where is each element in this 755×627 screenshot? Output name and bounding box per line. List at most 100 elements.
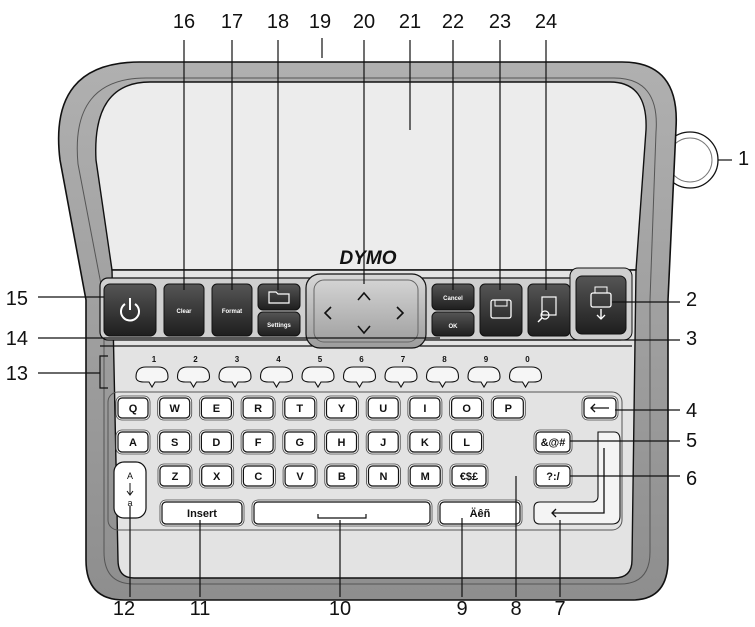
- insert-button[interactable]: [161, 501, 243, 525]
- letter-key[interactable]: [409, 465, 441, 487]
- letter-key[interactable]: [326, 465, 358, 487]
- symbols-button[interactable]: [535, 431, 571, 453]
- number-key-label: 6: [359, 355, 364, 364]
- folder-icon: [268, 291, 290, 304]
- arrow-right-icon[interactable]: [396, 306, 405, 320]
- accent-button[interactable]: [439, 501, 521, 525]
- letter-key[interactable]: [284, 397, 316, 419]
- callout-number: 3: [686, 328, 697, 350]
- save-button[interactable]: [479, 283, 523, 337]
- callout-number: 1: [738, 148, 749, 170]
- number-row-bracket: [99, 355, 108, 389]
- magnifier-document-icon: [537, 296, 557, 323]
- clear-label: Clear: [176, 309, 192, 315]
- number-key[interactable]: [425, 366, 460, 389]
- letter-key[interactable]: [242, 431, 274, 453]
- letter-key[interactable]: [451, 397, 483, 419]
- letter-key-label: B: [338, 471, 346, 483]
- letter-key[interactable]: [159, 465, 191, 487]
- number-key-label: 8: [442, 355, 447, 364]
- number-key[interactable]: [218, 366, 252, 389]
- letter-key[interactable]: [325, 397, 358, 419]
- callout-number: 12: [113, 598, 135, 620]
- punctuation-button-label: ?:/: [546, 471, 559, 483]
- print-button[interactable]: [575, 275, 627, 335]
- letter-key[interactable]: [325, 431, 358, 453]
- caps-arrow-icon: [126, 483, 134, 496]
- letter-key[interactable]: [242, 465, 274, 487]
- settings-button[interactable]: [257, 311, 301, 337]
- letter-key[interactable]: [284, 465, 316, 487]
- caps-upper-label: A: [127, 471, 133, 481]
- navigation-pad[interactable]: [305, 273, 427, 349]
- number-key-label: 9: [484, 355, 489, 364]
- arrow-left-icon[interactable]: [323, 306, 332, 320]
- letter-key-label: K: [421, 437, 429, 449]
- letter-key[interactable]: [492, 397, 524, 419]
- number-key-label: 2: [193, 355, 198, 364]
- letter-key[interactable]: [409, 397, 441, 419]
- letter-key[interactable]: [242, 397, 274, 419]
- letter-key[interactable]: [200, 431, 232, 453]
- number-key[interactable]: [508, 366, 543, 389]
- letter-key[interactable]: [409, 431, 441, 453]
- callout-number: 8: [510, 598, 521, 620]
- callout-number: 5: [686, 430, 697, 452]
- callout-number: 14: [6, 328, 28, 350]
- letter-key[interactable]: [367, 431, 399, 453]
- number-key[interactable]: [176, 366, 211, 389]
- space-bar[interactable]: [253, 501, 431, 525]
- letter-key-label: E: [213, 403, 220, 415]
- letter-key-label: J: [380, 437, 386, 449]
- accent-button-label: Äêñ: [470, 507, 491, 520]
- arrow-up-icon[interactable]: [357, 291, 371, 301]
- letter-key-label: A: [129, 437, 137, 449]
- letter-key[interactable]: [159, 431, 191, 453]
- callout-number: 20: [353, 11, 375, 33]
- number-key[interactable]: [301, 366, 335, 389]
- format-label: Format: [222, 309, 242, 315]
- letter-key-label: Y: [338, 403, 346, 415]
- letter-key[interactable]: [451, 431, 483, 453]
- letter-key[interactable]: [200, 397, 232, 419]
- number-key[interactable]: [384, 366, 418, 389]
- preview-button[interactable]: [527, 283, 571, 337]
- number-key[interactable]: [467, 366, 501, 389]
- insert-button-label: Insert: [187, 508, 217, 520]
- number-key-label: 7: [401, 355, 406, 364]
- callout-number: 4: [686, 400, 697, 422]
- letter-key-label: U: [379, 403, 387, 415]
- letter-key-label: N: [380, 471, 388, 483]
- file-button[interactable]: [257, 283, 301, 311]
- letter-key[interactable]: [284, 431, 316, 453]
- number-key[interactable]: [259, 366, 294, 389]
- callout-number: 11: [190, 598, 211, 620]
- settings-label: Settings: [267, 323, 291, 329]
- callout-number: 16: [173, 11, 195, 33]
- number-key[interactable]: [342, 366, 377, 389]
- letter-key[interactable]: [367, 465, 400, 487]
- symbols-button-label: &@#: [541, 437, 566, 449]
- arrow-down-icon[interactable]: [357, 325, 371, 335]
- letter-key[interactable]: [117, 397, 149, 419]
- letter-key[interactable]: [117, 431, 149, 453]
- letter-key-label: P: [505, 403, 512, 415]
- letter-key[interactable]: [367, 397, 399, 419]
- number-key-label: 4: [276, 355, 281, 364]
- number-key[interactable]: [135, 366, 169, 389]
- letter-key[interactable]: [201, 465, 233, 487]
- ok-button[interactable]: [431, 311, 475, 337]
- letter-key[interactable]: [159, 397, 191, 419]
- letter-key-label: V: [296, 471, 304, 483]
- currency-button[interactable]: [451, 465, 487, 487]
- letter-key-label: H: [338, 437, 346, 449]
- caps-lower-label: a: [127, 498, 132, 508]
- letter-key-label: O: [462, 403, 471, 415]
- number-key-label: 0: [525, 355, 530, 364]
- callout-number: 15: [6, 288, 28, 310]
- callout-number: 13: [6, 363, 28, 385]
- letter-key-label: L: [463, 437, 470, 449]
- ok-label: OK: [449, 324, 459, 330]
- letter-key-label: D: [212, 437, 220, 449]
